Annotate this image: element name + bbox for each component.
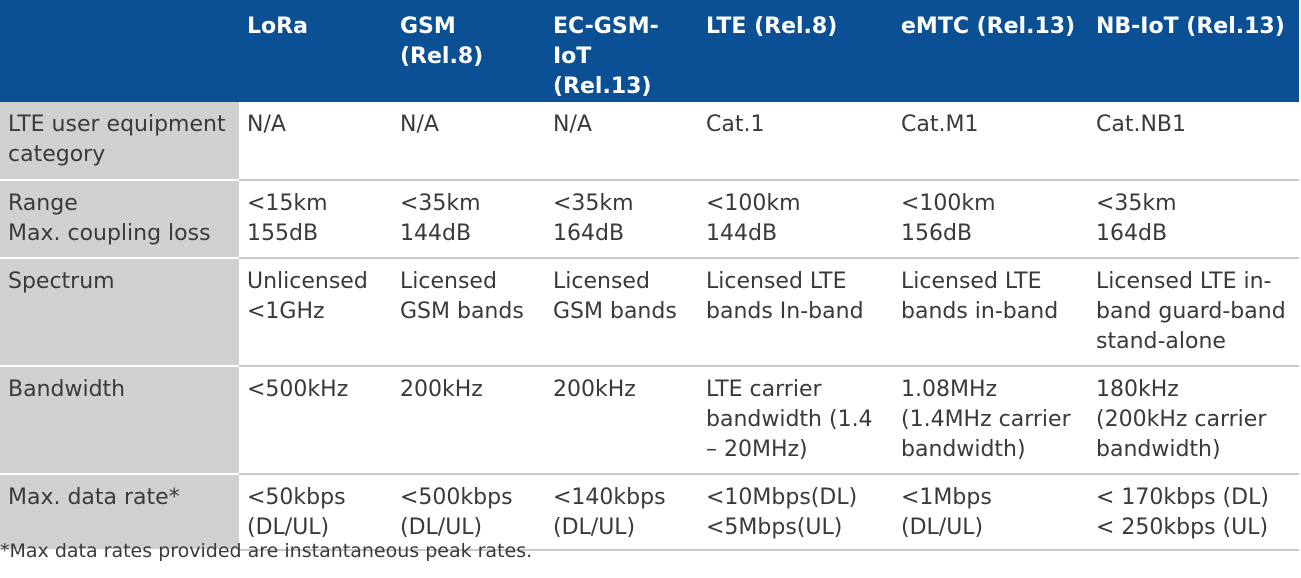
header-emtc: eMTC (Rel.13) (893, 0, 1088, 102)
header-lte: LTE (Rel.8) (698, 0, 893, 102)
header-corner (0, 0, 239, 102)
table-cell: Unlicensed <1GHz (239, 258, 392, 367)
table-row: Bandwidth <500kHz 200kHz 200kHz LTE carr… (0, 366, 1299, 475)
table-row: Max. data rate* <50kbps (DL/UL) <500kbps… (0, 474, 1299, 551)
table-cell: Licensed GSM bands (392, 258, 545, 367)
table-cell: LTE carrier bandwidth (1.4 – 20MHz) (698, 366, 893, 475)
table-cell: <100km 156dB (893, 180, 1088, 259)
table-cell: Cat.M1 (893, 102, 1088, 181)
table-cell: N/A (239, 102, 392, 181)
table-cell: <35km 164dB (1088, 180, 1299, 259)
row-label-ue-category: LTE user equipment category (0, 102, 239, 181)
header-nb-iot: NB-IoT (Rel.13) (1088, 0, 1299, 102)
table-cell: Cat.1 (698, 102, 893, 181)
row-label-bandwidth: Bandwidth (0, 366, 239, 475)
table-cell: Licensed GSM bands (545, 258, 698, 367)
header-gsm: GSM (Rel.8) (392, 0, 545, 102)
row-label-max-data-rate: Max. data rate* (0, 474, 239, 551)
footnote: *Max data rates provided are instantaneo… (0, 540, 533, 562)
header-ec-gsm-iot: EC-GSM- IoT (Rel.13) (545, 0, 698, 102)
table-cell: N/A (545, 102, 698, 181)
table-cell: 180kHz (200kHz carrier bandwidth) (1088, 366, 1299, 475)
table-cell: Licensed LTE in- band guard-band stand-a… (1088, 258, 1299, 367)
table-cell: <35km 144dB (392, 180, 545, 259)
table-cell: Licensed LTE bands in-band (893, 258, 1088, 367)
table-row: LTE user equipment category N/A N/A N/A … (0, 102, 1299, 181)
table-cell: 200kHz (392, 366, 545, 475)
table-cell: <35km 164dB (545, 180, 698, 259)
table-cell: Licensed LTE bands In-band (698, 258, 893, 367)
table-cell: <15km 155dB (239, 180, 392, 259)
table-row: Spectrum Unlicensed <1GHz Licensed GSM b… (0, 258, 1299, 367)
table-row: Range Max. coupling loss <15km 155dB <35… (0, 180, 1299, 259)
table-cell: N/A (392, 102, 545, 181)
table-cell: Cat.NB1 (1088, 102, 1299, 181)
table-cell: < 170kbps (DL) < 250kbps (UL) (1088, 474, 1299, 551)
table-cell: <10Mbps(DL) <5Mbps(UL) (698, 474, 893, 551)
table-cell: 1.08MHz (1.4MHz carrier bandwidth) (893, 366, 1088, 475)
row-label-range: Range Max. coupling loss (0, 180, 239, 259)
row-label-spectrum: Spectrum (0, 258, 239, 367)
table-cell: <1Mbps (DL/UL) (893, 474, 1088, 551)
header-lora: LoRa (239, 0, 392, 102)
comparison-table: LoRa GSM (Rel.8) EC-GSM- IoT (Rel.13) LT… (0, 0, 1299, 551)
table-cell: <100km 144dB (698, 180, 893, 259)
table-cell: <50kbps (DL/UL) (239, 474, 392, 551)
table-cell: 200kHz (545, 366, 698, 475)
header-row: LoRa GSM (Rel.8) EC-GSM- IoT (Rel.13) LT… (0, 0, 1299, 102)
table-cell: <500kbps (DL/UL) (392, 474, 545, 551)
table-cell: <140kbps (DL/UL) (545, 474, 698, 551)
table-cell: <500kHz (239, 366, 392, 475)
